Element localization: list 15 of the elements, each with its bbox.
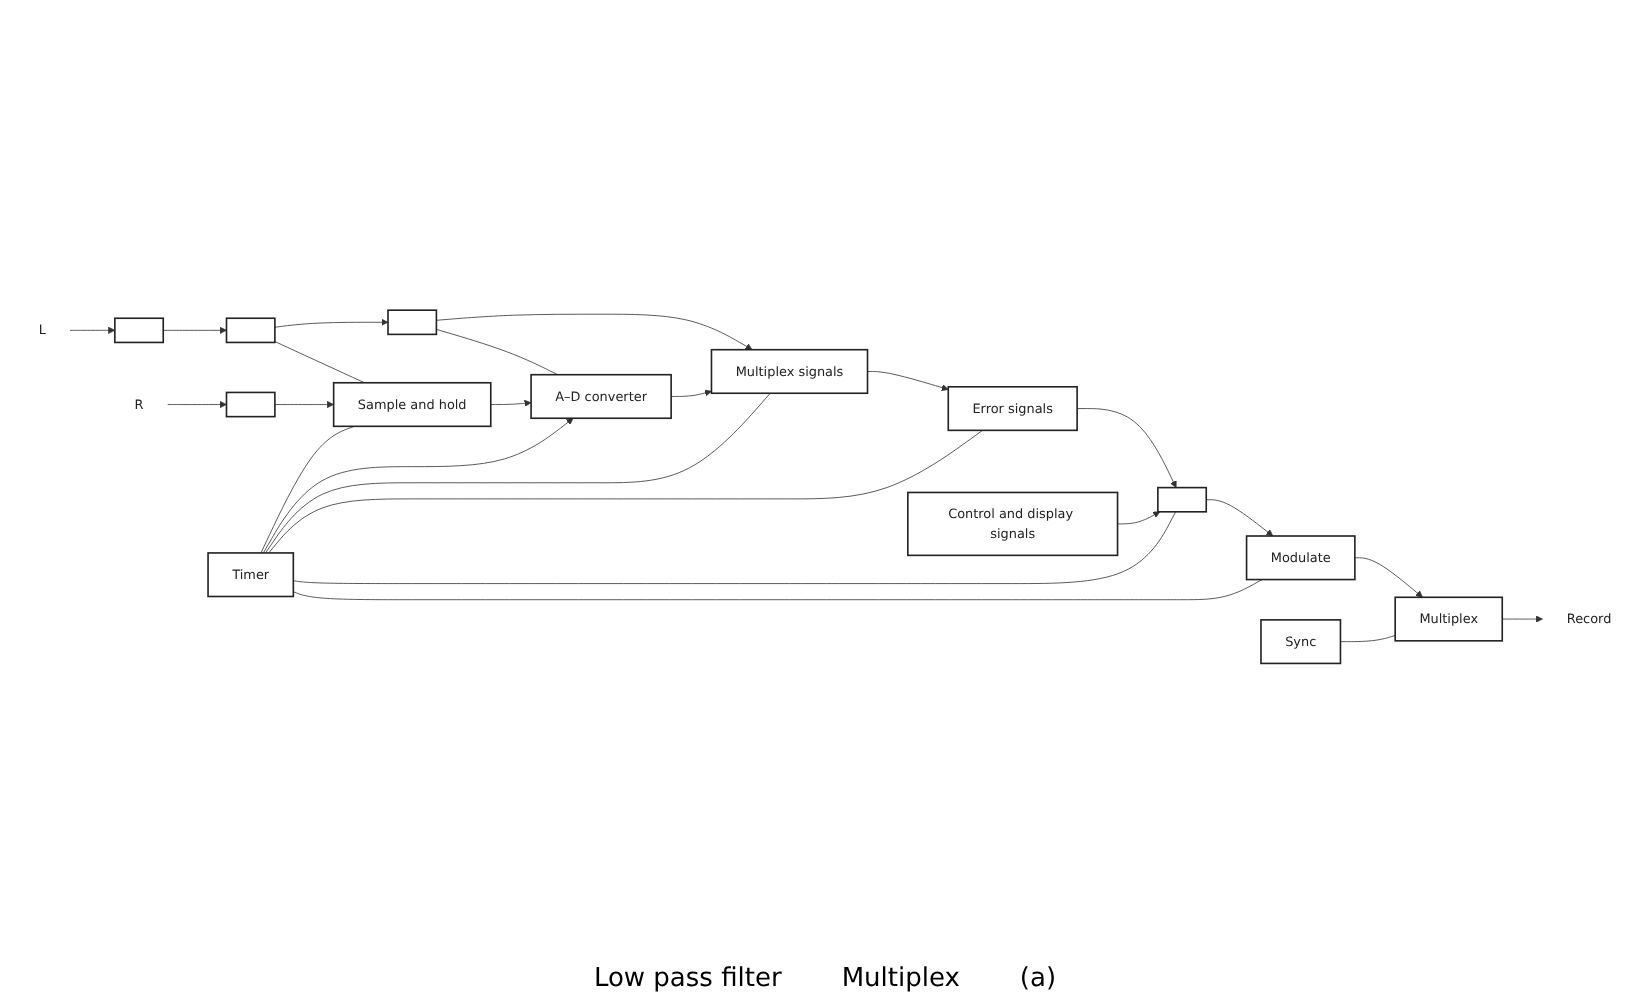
- connector: [436, 329, 559, 376]
- connector: [1340, 635, 1396, 643]
- node-box: [114, 317, 165, 344]
- note-text: Low pass filter: [593, 964, 782, 994]
- connector: [274, 341, 365, 384]
- connector: [268, 429, 983, 554]
- node-box: [1157, 486, 1208, 513]
- node-box: [387, 309, 438, 336]
- connector: [265, 392, 771, 554]
- note-text: Multiplex: [841, 964, 960, 994]
- node-box: [225, 391, 276, 418]
- note-text: (a): [1019, 964, 1057, 994]
- connector: [292, 579, 1263, 601]
- connector: [260, 425, 355, 554]
- node-box: [225, 317, 276, 344]
